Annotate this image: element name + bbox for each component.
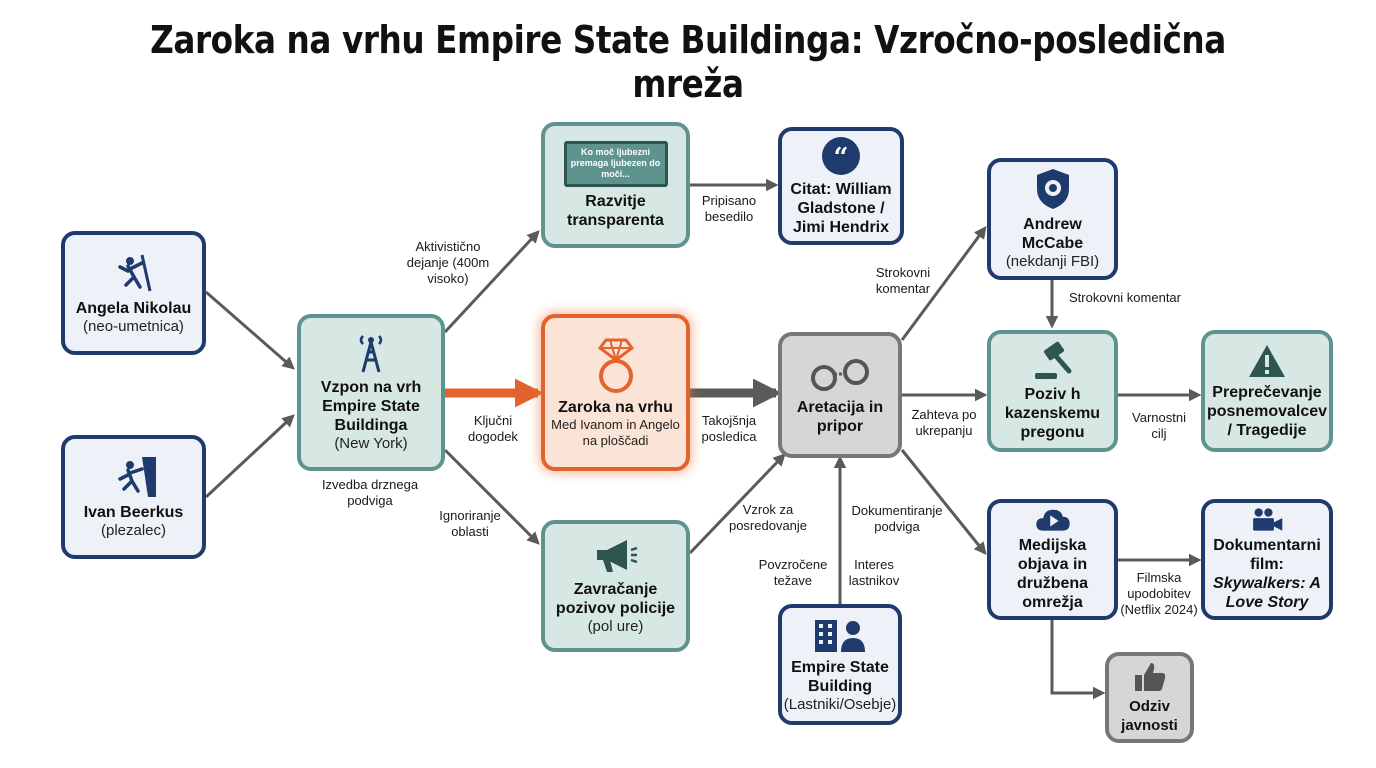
node-climb[interactable]: Vzpon na vrh Empire State Buildinga (New… (297, 314, 445, 471)
node-mccabe-title: Andrew McCabe (1021, 216, 1084, 252)
node-angela-title: Angela Nikolau (75, 299, 192, 317)
node-arrest-title: Aretacija in pripor (796, 399, 884, 435)
label-proposal-arrest-text: Takojšnja posledica (701, 413, 757, 444)
node-arrest[interactable]: Aretacija in pripor (778, 332, 902, 458)
node-quote[interactable]: “ Citat: William Gladstone / Jimi Hendri… (778, 127, 904, 245)
label-prosecution-prevent-text: Varnostni cilj (1132, 410, 1186, 441)
label-climb-proposal-text: Ključni dogodek (468, 413, 518, 444)
node-quote-title: Citat: William Gladstone / Jimi Hendrix (790, 180, 892, 236)
label-climb-proposal: Ključni dogodek (458, 413, 528, 445)
label-prosecution-prevent: Varnostni cilj (1124, 410, 1194, 442)
node-esb[interactable]: Empire State Building (Lastniki/Osebje) (778, 604, 902, 725)
node-prevent-title: Preprečevanje posnemovalcev / Tragedije (1206, 383, 1328, 439)
node-proposal-subtitle: Med Ivanom in Angelo na ploščadi (551, 417, 680, 448)
label-proposal-arrest: Takojšnja posledica (692, 413, 766, 445)
node-angela-subtitle: (neo-umetnica) (83, 317, 184, 335)
node-police-subtitle: (pol ure) (587, 618, 644, 635)
node-reaction[interactable]: Odziv javnosti (1105, 652, 1194, 743)
label-climb-police: Ignoriranje oblasti (430, 508, 510, 540)
label-arrest-prosecution-text: Zahteva po ukrepanju (911, 407, 977, 438)
node-reaction-title: Odziv javnosti (1121, 697, 1178, 734)
label-arrest-mccabe-text: Strokovni komentar (875, 265, 931, 296)
edge-arrest-media (900, 449, 987, 555)
node-proposal-title: Zaroka na vrhu (558, 399, 673, 416)
label-media-film: Filmska upodobitev (Netflix 2024) (1119, 570, 1199, 618)
label-mccabe-prosecution-text: Strokovni komentar (1069, 290, 1181, 305)
label-esb-arrest-top-text: Dokumentiranje podviga (851, 503, 943, 534)
tower-icon (359, 335, 383, 373)
cloud-play-icon (1035, 509, 1070, 531)
label-esb-arrest-top: Dokumentiranje podviga (842, 503, 952, 535)
label-arrest-mccabe: Strokovni komentar (868, 265, 938, 297)
label-banner-quote: Pripisano besedilo (694, 193, 764, 225)
climber-icon (117, 456, 156, 497)
node-police-title: Zavračanje pozivov policije (555, 581, 676, 617)
label-climb-below: Izvedba drznega podviga (310, 477, 430, 509)
label-media-film-text: Filmska upodobitev (Netflix 2024) (1120, 570, 1198, 617)
node-climb-subtitle: (New York) (334, 435, 408, 452)
node-esb-subtitle: (Lastniki/Osebje) (783, 695, 897, 713)
node-ivan[interactable]: Ivan Beerkus (plezalec) (61, 435, 206, 559)
label-arrest-prosecution: Zahteva po ukrepanju (904, 407, 984, 439)
node-media[interactable]: Medijska objava in družbena omrežja (987, 499, 1118, 620)
node-ivan-subtitle: (plezalec) (100, 521, 167, 539)
label-climb-banner-text: Aktivistično dejanje (400m visoko) (406, 239, 490, 286)
node-banner[interactable]: Ko moč ljubezni premaga ljubezen do moči… (541, 122, 690, 248)
diagram-title: Zaroka na vrhu Empire State Buildinga: V… (150, 18, 1226, 106)
label-climb-police-text: Ignoriranje oblasti (439, 508, 501, 539)
node-proposal[interactable]: Zaroka na vrhu Med Ivanom in Angelo na p… (541, 314, 690, 471)
label-esb-arrest-left: Povzročene težave (758, 557, 828, 589)
climber-icon (117, 254, 151, 291)
label-police-arrest-text: Vzrok za posredovanje (728, 502, 808, 533)
node-ivan-title: Ivan Beerkus (83, 503, 184, 521)
node-banner-title: Razvitje transparenta (567, 192, 664, 229)
node-mccabe-subtitle: (nekdanji FBI) (1005, 253, 1100, 270)
building-person-icon (815, 619, 865, 652)
handcuffs-icon (811, 359, 869, 391)
node-mccabe[interactable]: Andrew McCabe (nekdanji FBI) (987, 158, 1118, 280)
node-film-title-italic: Skywalkers: A Love Story (1213, 575, 1321, 611)
badge-icon (1036, 169, 1069, 209)
node-prevent[interactable]: Preprečevanje posnemovalcev / Tragedije (1201, 330, 1333, 452)
gavel-icon (1034, 341, 1071, 379)
label-esb-arrest-right-text: Interes lastnikov (848, 557, 900, 588)
edge-angela-climb (205, 290, 295, 370)
node-film-title-plain: Dokumentarni film: (1213, 537, 1321, 573)
svg-text:“: “ (834, 143, 849, 173)
warning-icon (1249, 344, 1285, 377)
megaphone-icon (596, 540, 637, 572)
node-prosecution[interactable]: Poziv h kazenskemu pregonu (987, 330, 1118, 452)
edge-climb-banner (443, 230, 540, 334)
node-media-title: Medijska objava in družbena omrežja (1016, 537, 1089, 611)
node-prosecution-title: Poziv h kazenskemu pregonu (1004, 385, 1101, 441)
edge-climb-police (443, 448, 540, 545)
node-film-title: Dokumentarni film: Skywalkers: A Love St… (1211, 536, 1323, 612)
film-camera-icon (1253, 508, 1283, 531)
ring-icon (597, 338, 634, 393)
node-angela[interactable]: Angela Nikolau (neo-umetnica) (61, 231, 206, 355)
label-esb-arrest-left-text: Povzročene težave (758, 557, 828, 588)
edge-media-reaction (1050, 620, 1106, 700)
node-climb-title: Vzpon na vrh Empire State Buildinga (320, 379, 422, 434)
node-police[interactable]: Zavračanje pozivov policije (pol ure) (541, 520, 690, 652)
label-climb-below-text: Izvedba drznega podviga (321, 477, 419, 508)
label-esb-arrest-right: Interes lastnikov (842, 557, 906, 589)
label-police-arrest: Vzrok za posredovanje (718, 502, 818, 534)
quote-icon: “ (822, 136, 860, 175)
edge-arrest-mccabe (900, 225, 987, 341)
edge-police-arrest (688, 453, 786, 555)
node-film[interactable]: Dokumentarni film: Skywalkers: A Love St… (1201, 499, 1333, 620)
thumbs-up-icon (1134, 662, 1165, 691)
label-banner-quote-text: Pripisano besedilo (701, 193, 757, 224)
node-esb-title: Empire State Building (791, 658, 889, 695)
edge-ivan-climb (204, 414, 295, 499)
banner-text: Ko moč ljubezni premaga ljubezen do moči… (570, 147, 661, 179)
label-climb-banner: Aktivistično dejanje (400m visoko) (393, 239, 503, 287)
banner-icon: Ko moč ljubezni premaga ljubezen do moči… (563, 140, 668, 187)
label-mccabe-prosecution: Strokovni komentar (1060, 290, 1190, 306)
